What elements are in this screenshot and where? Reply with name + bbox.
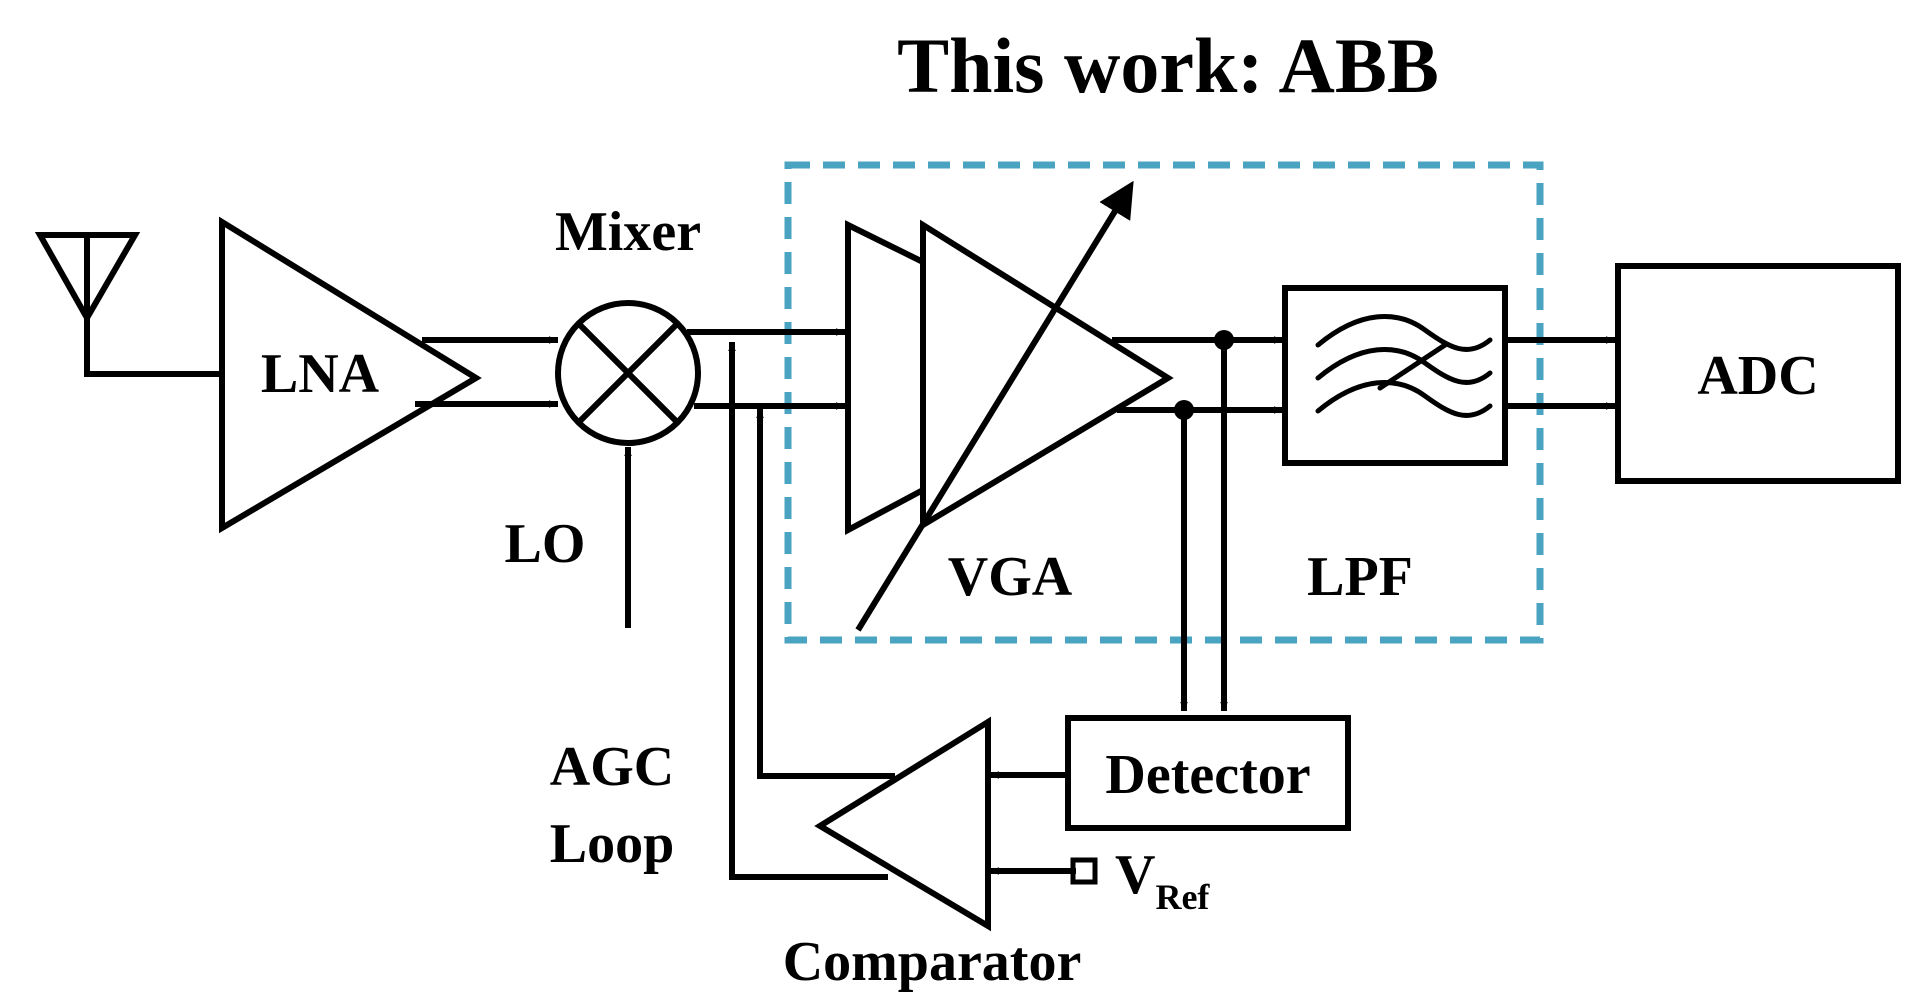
vref-main: V [1115, 844, 1155, 906]
agc-loop-label-line2: Loop [550, 813, 675, 875]
vref-label: VRef [1115, 844, 1210, 917]
agc-feedback-wires [732, 342, 895, 880]
antenna-icon [34, 232, 225, 377]
comparator-block: Comparator [783, 716, 1082, 993]
diagram-title: This work: ABB [897, 22, 1439, 109]
lowpass-wave-icon [1315, 314, 1493, 418]
detector-feed-wires [1184, 337, 1224, 711]
agc-loop-label-line1: AGC [550, 736, 674, 798]
mixer-cross-icon [555, 300, 701, 446]
vga-label: VGA [948, 546, 1073, 608]
lpf-label: LPF [1307, 546, 1413, 608]
vref-source: VRef [990, 844, 1210, 917]
detector-label: Detector [1105, 744, 1310, 806]
vga-block: VGA [845, 219, 1174, 608]
comparator-label: Comparator [783, 931, 1082, 993]
lna-block: LNA [219, 216, 482, 534]
abb-boundary [784, 161, 1544, 644]
lo-label: LO [505, 513, 586, 575]
adc-block: ADC [1615, 263, 1901, 484]
lna-label: LNA [261, 343, 380, 405]
lna-to-mixer-wires [415, 340, 558, 404]
mixer-label: Mixer [555, 201, 701, 263]
variable-gain-arrow [855, 180, 1134, 632]
mixer-to-vga-wires [687, 332, 845, 406]
detector-block: Detector [1065, 715, 1351, 831]
lpf-to-adc-wires [1502, 340, 1615, 406]
adc-label: ADC [1697, 345, 1818, 407]
lpf-block: LPF [1282, 285, 1508, 608]
vref-subscript: Ref [1155, 877, 1210, 917]
